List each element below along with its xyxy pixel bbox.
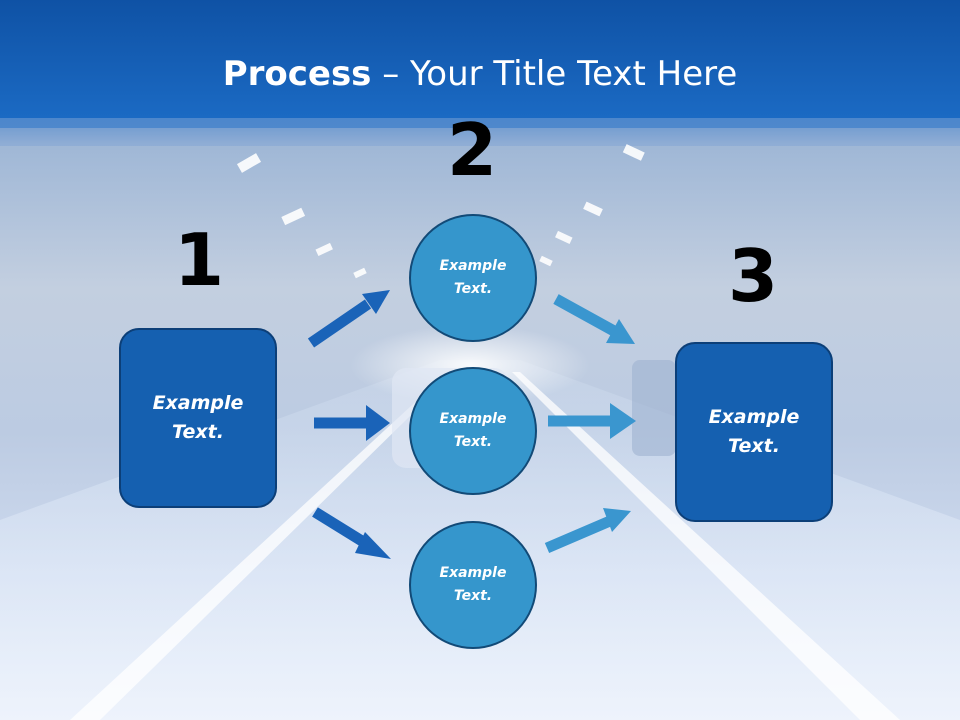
arrow-top-to-3 <box>553 294 635 344</box>
slide-title: Process – Your Title Text Here <box>0 52 960 96</box>
step-2-circle-top[interactable]: Example Text. <box>409 214 537 342</box>
step-3-label: Example Text. <box>708 406 800 457</box>
arrow-1-to-top <box>307 290 390 348</box>
arrow-bottom-to-3 <box>544 508 631 554</box>
step-3-number: 3 <box>727 234 779 318</box>
arrow-1-to-bottom <box>312 507 391 559</box>
step-2-top-label: Example Text. <box>439 258 507 297</box>
step-1-label: Example Text. <box>152 392 244 443</box>
arrow-1-to-middle <box>314 405 390 441</box>
arrow-middle-to-3 <box>548 403 636 439</box>
step-1-box[interactable]: Example Text. <box>119 328 277 508</box>
step-3-box[interactable]: Example Text. <box>675 342 833 522</box>
step-2-number: 2 <box>446 108 498 192</box>
step-2-circle-middle[interactable]: Example Text. <box>409 367 537 495</box>
step-2-circle-bottom[interactable]: Example Text. <box>409 521 537 649</box>
step-2-bottom-label: Example Text. <box>439 565 507 604</box>
title-rest: – Your Title Text Here <box>371 54 738 94</box>
step-2-middle-label: Example Text. <box>439 411 507 450</box>
step-1-number: 1 <box>173 218 225 302</box>
title-bold: Process <box>222 54 372 94</box>
